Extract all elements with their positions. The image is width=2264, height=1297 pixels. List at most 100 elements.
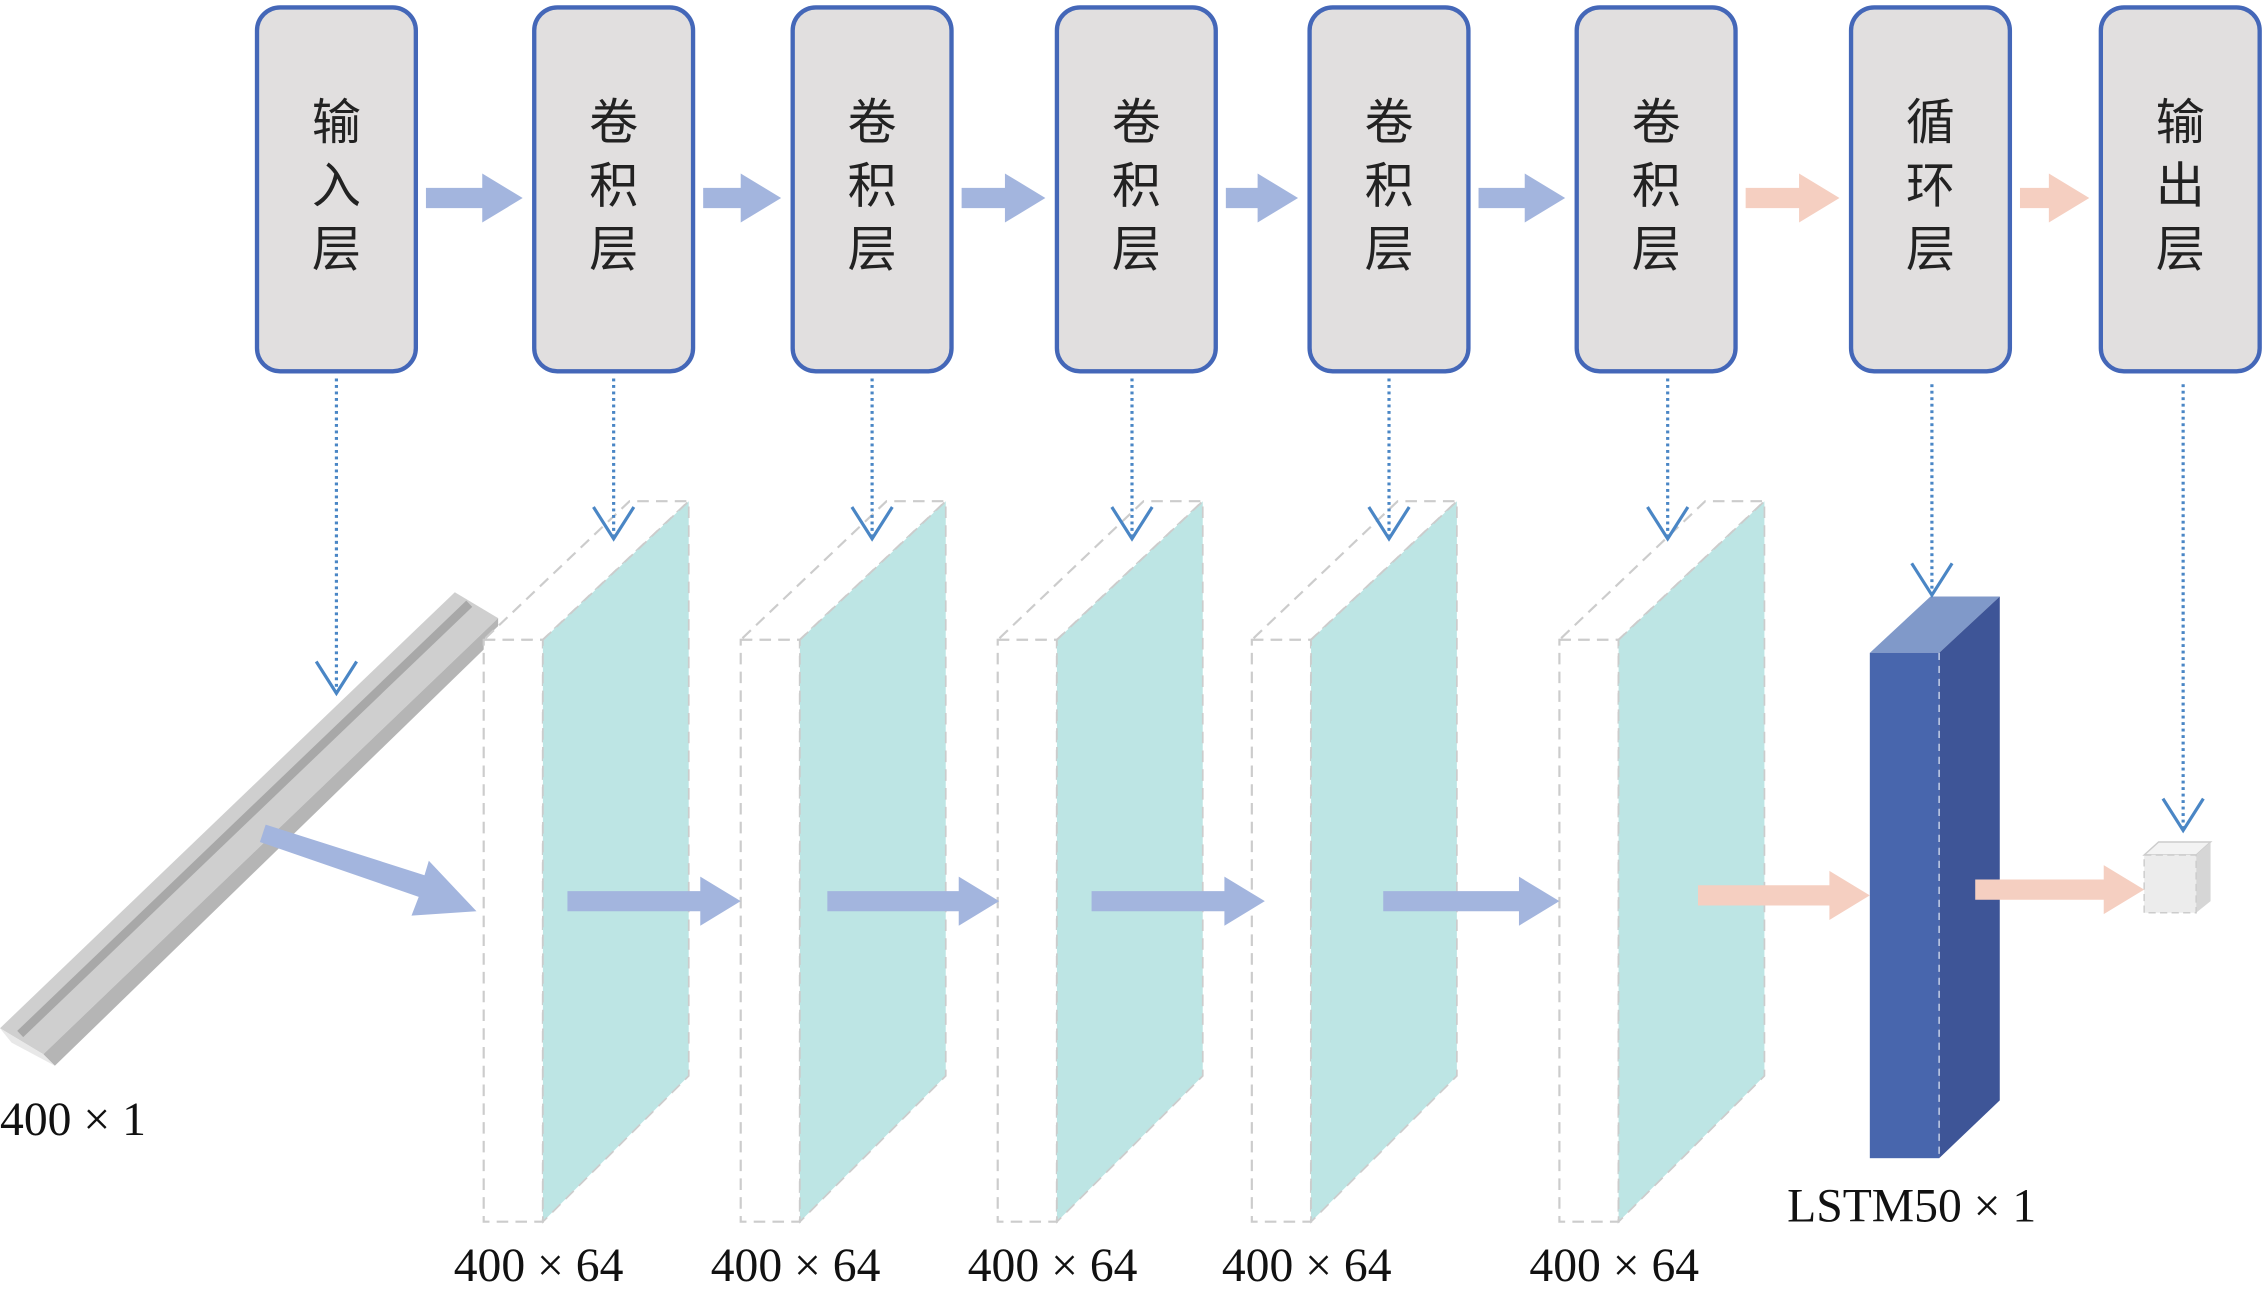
layer-box-label: 积: [1632, 156, 1681, 214]
pointer-arrow: [314, 378, 358, 697]
shape-label: 400 × 64: [1529, 1240, 1699, 1292]
flow-arrow-bottom: [1975, 865, 2145, 915]
slab-side-face: [799, 499, 947, 1224]
layer-box-conv: 卷积层: [1307, 5, 1471, 374]
pointer-arrow-head: [1110, 506, 1154, 542]
flow-arrow-bottom: [1383, 876, 1560, 926]
pointer-arrow-head: [1367, 506, 1411, 542]
layer-box-label: 层: [1906, 220, 1955, 278]
pointer-arrow: [1367, 378, 1411, 542]
flow-arrow-top: [425, 173, 523, 223]
layer-box-label: 出: [2156, 156, 2205, 214]
layer-box-label: 层: [848, 220, 897, 278]
flow-arrow-bottom: [827, 876, 1000, 926]
layer-box-lstm: 循环层: [1848, 5, 2013, 374]
pointer-arrow-head: [850, 506, 894, 542]
layer-box-rect: [2098, 5, 2262, 374]
layer-box-label: 层: [1364, 220, 1413, 278]
flow-arrow-bottom-shape: [567, 876, 741, 926]
slab-side-face: [1310, 499, 1458, 1224]
layer-box-label: 输: [312, 93, 361, 151]
flow-arrow-top-shape: [425, 173, 523, 223]
flow-arrow-top: [1745, 173, 1840, 223]
layer-box-label: 卷: [848, 93, 897, 151]
flow-arrow-top-shape: [961, 173, 1046, 223]
flow-arrow-top: [2019, 173, 2090, 223]
slab-front-face: [1250, 638, 1313, 1223]
flow-arrow-bottom-shape: [1698, 870, 1870, 920]
layer-box-rect: [1848, 5, 2013, 374]
input-vector-bar: [0, 592, 499, 1066]
flow-arrow-bottom: [1698, 870, 1870, 920]
flow-arrow-top-shape: [2019, 173, 2090, 223]
lstm-top-face: [1869, 596, 2000, 653]
layer-box-label: 卷: [589, 93, 638, 151]
layer-box-rect: [254, 5, 419, 374]
conv-feature-map: 400 × 64: [711, 499, 949, 1292]
shape-label: 400 × 64: [711, 1240, 881, 1292]
layer-box-label: 环: [1906, 156, 1955, 214]
layer-box-label: 层: [1632, 220, 1681, 278]
flow-arrow-top: [703, 173, 782, 223]
layer-box-label: 层: [1112, 220, 1161, 278]
flow-arrow-bottom: [1091, 876, 1265, 926]
pointer-arrow: [1110, 378, 1154, 542]
slab-front-face: [739, 638, 801, 1223]
pointer-arrow-head: [592, 506, 636, 542]
pointer-arrow-head: [314, 660, 358, 697]
layer-box-conv: 卷积层: [532, 5, 696, 374]
layer-box-output: 输出层: [2098, 5, 2262, 374]
layer-box-label: 输: [2156, 93, 2205, 151]
flow-arrow-top-shape: [1225, 173, 1299, 223]
input-bar-edge: [17, 600, 473, 1038]
shape-label: 400 × 64: [1222, 1240, 1392, 1292]
conv-feature-map: 400 × 64: [968, 499, 1206, 1292]
layer-box-input: 输入层: [254, 5, 419, 374]
slab-side-face: [1056, 499, 1204, 1224]
pointer-arrow-head: [2161, 797, 2205, 834]
lstm-shape-label: LSTM50 × 1: [1787, 1181, 2036, 1233]
slab-front-face: [996, 638, 1059, 1223]
output-cube-side: [2196, 841, 2211, 913]
flow-arrow-diagonal-shape: [259, 824, 477, 916]
layer-box-label: 入: [312, 156, 361, 214]
flow-arrow-bottom-shape: [1383, 876, 1560, 926]
slab-side-face: [542, 499, 690, 1224]
layer-box-label: 卷: [1364, 93, 1413, 151]
layer-box-label: 积: [1364, 156, 1413, 214]
slab-side-face: [1617, 499, 1766, 1224]
flow-arrow-top-shape: [1745, 173, 1840, 223]
lstm-front-face: [1869, 652, 1940, 1159]
pointer-arrow-head: [1910, 562, 1954, 599]
flow-arrow-top: [1478, 173, 1566, 223]
flow-arrow-bottom-shape: [1091, 876, 1265, 926]
input-shape-label: 400 × 1: [0, 1094, 146, 1146]
flow-arrow-bottom-shape: [1975, 865, 2145, 915]
layer-box-conv: 卷积层: [1574, 5, 1738, 374]
flow-arrow-top: [1225, 173, 1299, 223]
pointer-arrow: [2161, 384, 2205, 834]
layer-box-rect: [1054, 5, 1218, 374]
shape-label: 400 × 64: [968, 1240, 1138, 1292]
layer-box-label: 积: [1112, 156, 1161, 214]
layer-box-label: 卷: [1112, 93, 1161, 151]
conv-feature-map: 400 × 64: [1222, 499, 1460, 1292]
layer-box-rect: [532, 5, 696, 374]
layer-box-rect: [1307, 5, 1471, 374]
output-cube-front: [2143, 854, 2197, 914]
flow-arrow-bottom: [567, 876, 741, 926]
layer-box-label: 循: [1906, 93, 1955, 151]
input-bar-end: [0, 1028, 55, 1066]
layer-box-label: 层: [312, 220, 361, 278]
conv-feature-map: 400 × 64: [454, 499, 692, 1292]
slab-front-face: [1558, 638, 1620, 1223]
shape-label: 400 × 64: [454, 1240, 624, 1292]
layer-box-label: 卷: [1632, 93, 1681, 151]
pointer-arrow-head: [1646, 506, 1690, 542]
layer-box-rect: [790, 5, 954, 374]
output-cube: [2142, 841, 2213, 914]
layer-box-label: 积: [589, 156, 638, 214]
layer-box-label: 层: [589, 220, 638, 278]
flow-arrow-top: [961, 173, 1046, 223]
